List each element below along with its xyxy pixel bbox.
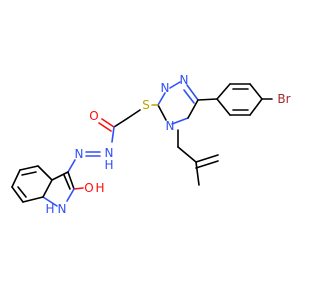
bond — [195, 154, 219, 163]
bond — [216, 83, 231, 100]
bond — [37, 165, 53, 181]
bond — [21, 171, 37, 176]
bond — [11, 169, 21, 188]
bond — [19, 165, 39, 171]
bond — [216, 98, 231, 116]
bond — [157, 104, 167, 121]
bond — [187, 99, 199, 119]
atom-label-h-hydroxy: H — [95, 181, 104, 195]
atom-label-s: S — [142, 98, 150, 112]
bond — [157, 92, 166, 106]
bond — [63, 174, 71, 190]
bond — [249, 98, 263, 116]
bond — [111, 126, 115, 143]
bond — [101, 118, 115, 128]
atom-label-n-triazole-bottom: N — [166, 119, 175, 133]
bond — [51, 171, 69, 181]
triazole-ring — [157, 81, 218, 125]
atom-label-o-hydroxy: O — [84, 181, 93, 195]
bond — [183, 89, 195, 104]
atom-label-n-imine: N — [75, 147, 84, 161]
bond — [73, 187, 84, 190]
molecule-canvas: Br S O O H N N N N H N N H — [11, 73, 291, 216]
hydrazone-linkage — [67, 151, 101, 173]
molecule-structure-diagram: Br S O O H N N N N H N N H — [11, 73, 291, 216]
atom-label-n-triazole-left: N — [161, 81, 170, 95]
bond — [11, 186, 24, 203]
bond — [169, 81, 181, 89]
bond — [67, 171, 75, 190]
indole-ring-system — [11, 165, 84, 207]
amide-group — [98, 118, 115, 143]
atom-label-h-amide: H — [104, 158, 113, 172]
atom-label-h-indole: H — [45, 202, 54, 216]
bond — [66, 188, 75, 202]
thioether-linker — [113, 104, 159, 128]
bond — [249, 83, 263, 100]
bond — [197, 98, 218, 101]
atom-label-br: Br — [277, 92, 290, 106]
bond — [195, 160, 219, 169]
atom-label-o-amide: O — [89, 109, 98, 123]
atom-label-n-triazole-top: N — [180, 73, 189, 87]
bond — [98, 122, 112, 132]
atom-label-n-amide: N — [105, 146, 114, 160]
bond — [186, 84, 199, 101]
bond — [195, 161, 200, 186]
bond — [113, 117, 129, 128]
bond — [22, 196, 44, 203]
bond — [127, 109, 141, 119]
bond — [17, 186, 27, 198]
bond — [42, 179, 53, 198]
bond — [177, 146, 197, 163]
bond — [171, 117, 189, 125]
bromophenyl-ring — [216, 83, 273, 116]
bond — [42, 196, 58, 207]
methallyl-group — [177, 129, 219, 186]
atom-label-n-indole: N — [58, 202, 67, 216]
bond — [67, 159, 76, 173]
